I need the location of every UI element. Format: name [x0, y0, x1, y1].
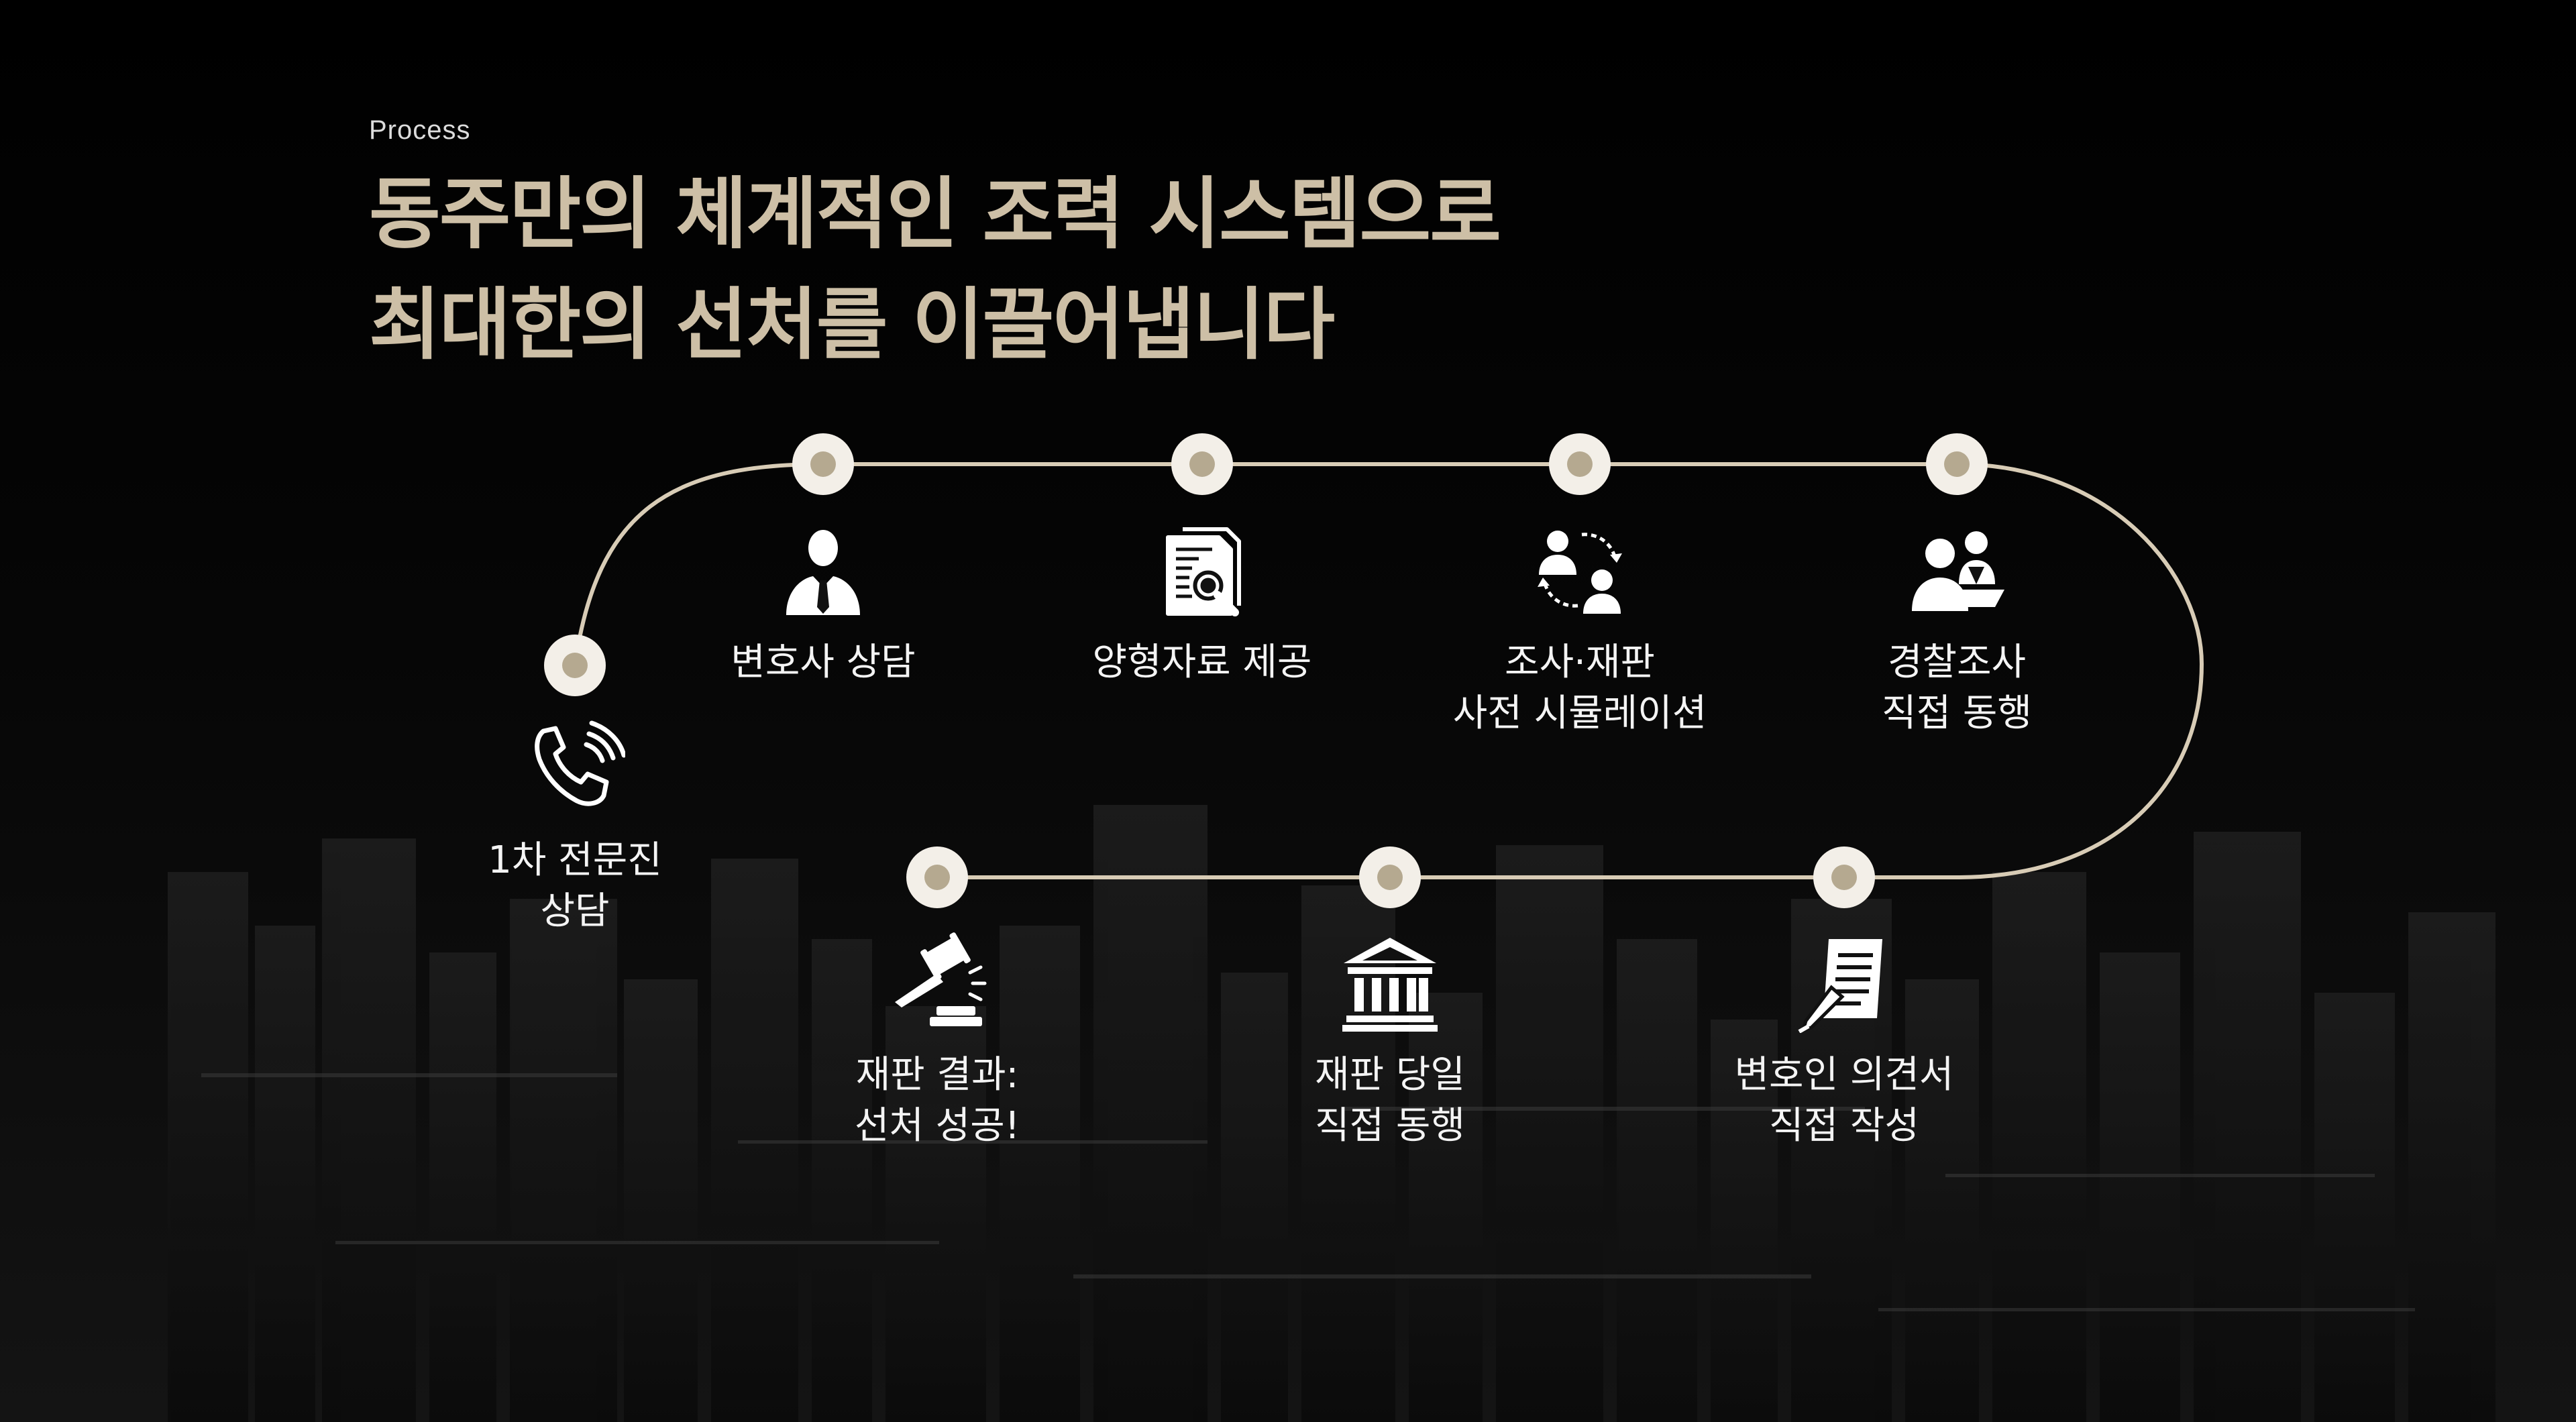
step-node-8 [906, 846, 968, 908]
step-node-3 [1171, 433, 1233, 495]
writing-document-icon [1794, 932, 1894, 1033]
step-label-3: 양형자료 제공 [1028, 637, 1377, 688]
step-node-2 [792, 433, 854, 495]
step-node-5 [1926, 433, 1988, 495]
step-label-2: 변호사 상담 [649, 637, 998, 688]
police-interview-icon [1907, 520, 2007, 620]
step-node-4 [1549, 433, 1611, 495]
exchange-people-icon [1529, 520, 1630, 620]
document-search-icon [1152, 520, 1252, 620]
lawyer-icon [773, 520, 873, 620]
step-node-7 [1359, 846, 1421, 908]
courthouse-icon [1340, 932, 1440, 1033]
step-node-6 [1813, 846, 1875, 908]
phone-icon [525, 718, 625, 818]
step-node-1 [544, 635, 606, 696]
gavel-icon [887, 932, 987, 1033]
step-label-8: 재판 결과:선처 성공! [763, 1050, 1112, 1152]
